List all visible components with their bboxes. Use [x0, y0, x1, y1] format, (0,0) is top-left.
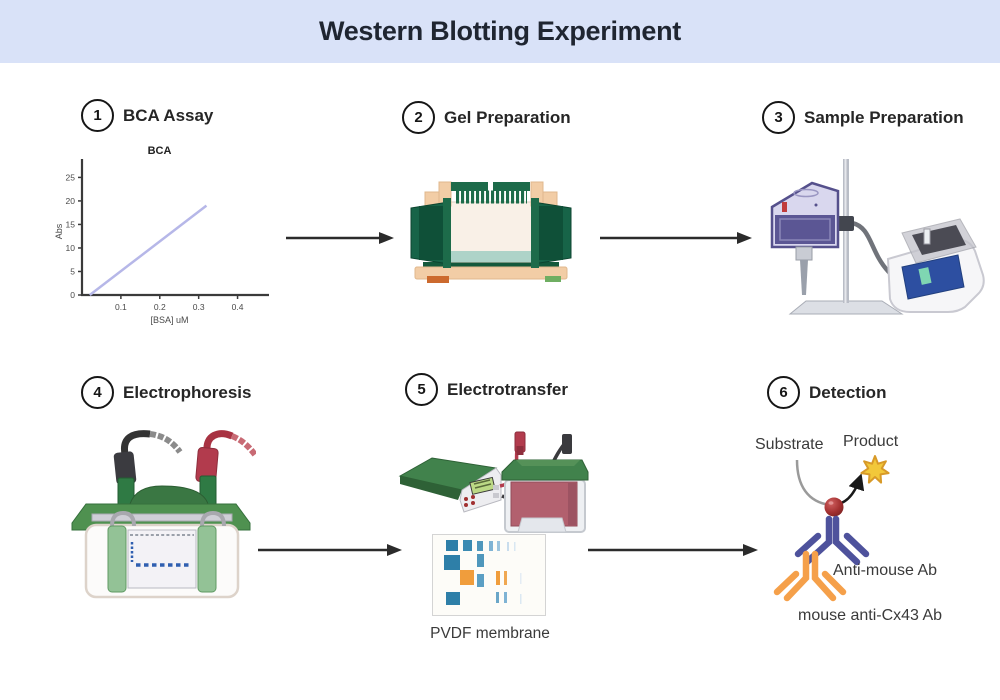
svg-text:0.4: 0.4 — [232, 302, 244, 312]
homogenizer — [770, 181, 840, 295]
step-1-header: 1 BCA Assay — [81, 99, 213, 132]
step-2-header: 2 Gel Preparation — [402, 101, 571, 134]
mouse-anti-cx43-ab-label: mouse anti-Cx43 Ab — [798, 607, 943, 624]
rail — [91, 513, 233, 522]
black-cable — [120, 430, 151, 455]
svg-text:BCA: BCA — [148, 145, 172, 157]
svg-text:0: 0 — [70, 290, 75, 300]
anti-mouse-ab-label: Anti-mouse Ab — [833, 562, 938, 579]
clamp-hook-left — [110, 510, 136, 527]
clamp-right — [197, 525, 217, 593]
clamp-hook-right — [200, 510, 226, 527]
svg-text:5: 5 — [70, 266, 75, 276]
red-cable — [203, 430, 234, 451]
step-1-label: BCA Assay — [123, 105, 214, 125]
pvdf-membrane-label: PVDF membrane — [430, 625, 550, 642]
arrow-step2-to-step3 — [600, 232, 752, 244]
step-3-header: 3 Sample Preparation — [762, 101, 964, 134]
product-star-icon — [860, 455, 890, 484]
clamp — [836, 216, 854, 231]
svg-text:25: 25 — [66, 172, 76, 182]
sample-preparation-illustration — [770, 159, 985, 315]
mouse-anti-cx43-antibody-icon — [773, 550, 847, 602]
step-3-label: Sample Preparation — [804, 107, 964, 127]
step-6-header: 6 Detection — [767, 376, 886, 409]
enzyme-sphere-icon — [824, 497, 844, 517]
svg-text:0.2: 0.2 — [154, 302, 166, 312]
svg-text:0.3: 0.3 — [193, 302, 205, 312]
black-plug — [562, 434, 572, 454]
product-label: Product — [843, 433, 899, 450]
substrate-label: Substrate — [755, 436, 824, 453]
header-banner: Western Blotting Experiment — [0, 0, 1000, 63]
substrate-curve — [795, 459, 831, 507]
pvdf-membrane-illustration — [432, 534, 546, 616]
step-1-number-badge: 1 — [81, 99, 114, 132]
step-3-number: 3 — [774, 109, 783, 126]
step-2-number-badge: 2 — [402, 101, 435, 134]
step-1-number: 1 — [93, 107, 102, 124]
black-plug — [113, 451, 137, 485]
svg-text:[BSA] uM: [BSA] uM — [150, 315, 188, 325]
red-cable-tail — [230, 433, 256, 458]
black-cable-tail — [149, 431, 183, 454]
svg-text:10: 10 — [66, 243, 76, 253]
step-6-number: 6 — [779, 384, 788, 401]
step-5-label: Electrotransfer — [447, 379, 568, 399]
arrow-step5-to-step6 — [588, 544, 758, 556]
step-4-number-badge: 4 — [81, 376, 114, 409]
electrophoresis-tank-illustration — [71, 430, 256, 599]
gel-cassette — [127, 529, 197, 589]
gel-casting-stand-illustration — [410, 181, 572, 283]
electrotransfer-illustration — [398, 431, 589, 533]
step-4-header: 4 Electrophoresis — [81, 376, 252, 409]
step-6-label: Detection — [809, 382, 887, 402]
arrow-step1-to-step2 — [286, 232, 394, 244]
step-5-number-badge: 5 — [405, 373, 438, 406]
svg-text:20: 20 — [66, 196, 76, 206]
page-title: Western Blotting Experiment — [319, 16, 681, 46]
step-5-header: 5 Electrotransfer — [405, 373, 568, 406]
step-6-number-badge: 6 — [767, 376, 800, 409]
step-4-number: 4 — [93, 384, 102, 401]
step-2-label: Gel Preparation — [444, 107, 571, 127]
bca-chart: BCA 0 5 10 15 20 25 0.1 0.2 0.3 0.4 Abs [BSA] uM — [54, 145, 269, 325]
transfer-tank — [501, 431, 589, 533]
antibody-detection-illustration — [773, 455, 890, 602]
lid-handle — [129, 485, 209, 505]
blot-bands — [444, 540, 522, 605]
step-5-number: 5 — [417, 381, 426, 398]
clamp-left — [107, 525, 127, 593]
svg-text:15: 15 — [66, 219, 76, 229]
svg-text:0.1: 0.1 — [115, 302, 127, 312]
heat-block — [886, 218, 985, 313]
svg-text:Abs: Abs — [54, 223, 64, 239]
step-2-number: 2 — [414, 109, 423, 126]
power-supply — [398, 457, 502, 513]
step-3-number-badge: 3 — [762, 101, 795, 134]
step-4-label: Electrophoresis — [123, 382, 252, 402]
arrow-step4-to-step5 — [258, 544, 402, 556]
